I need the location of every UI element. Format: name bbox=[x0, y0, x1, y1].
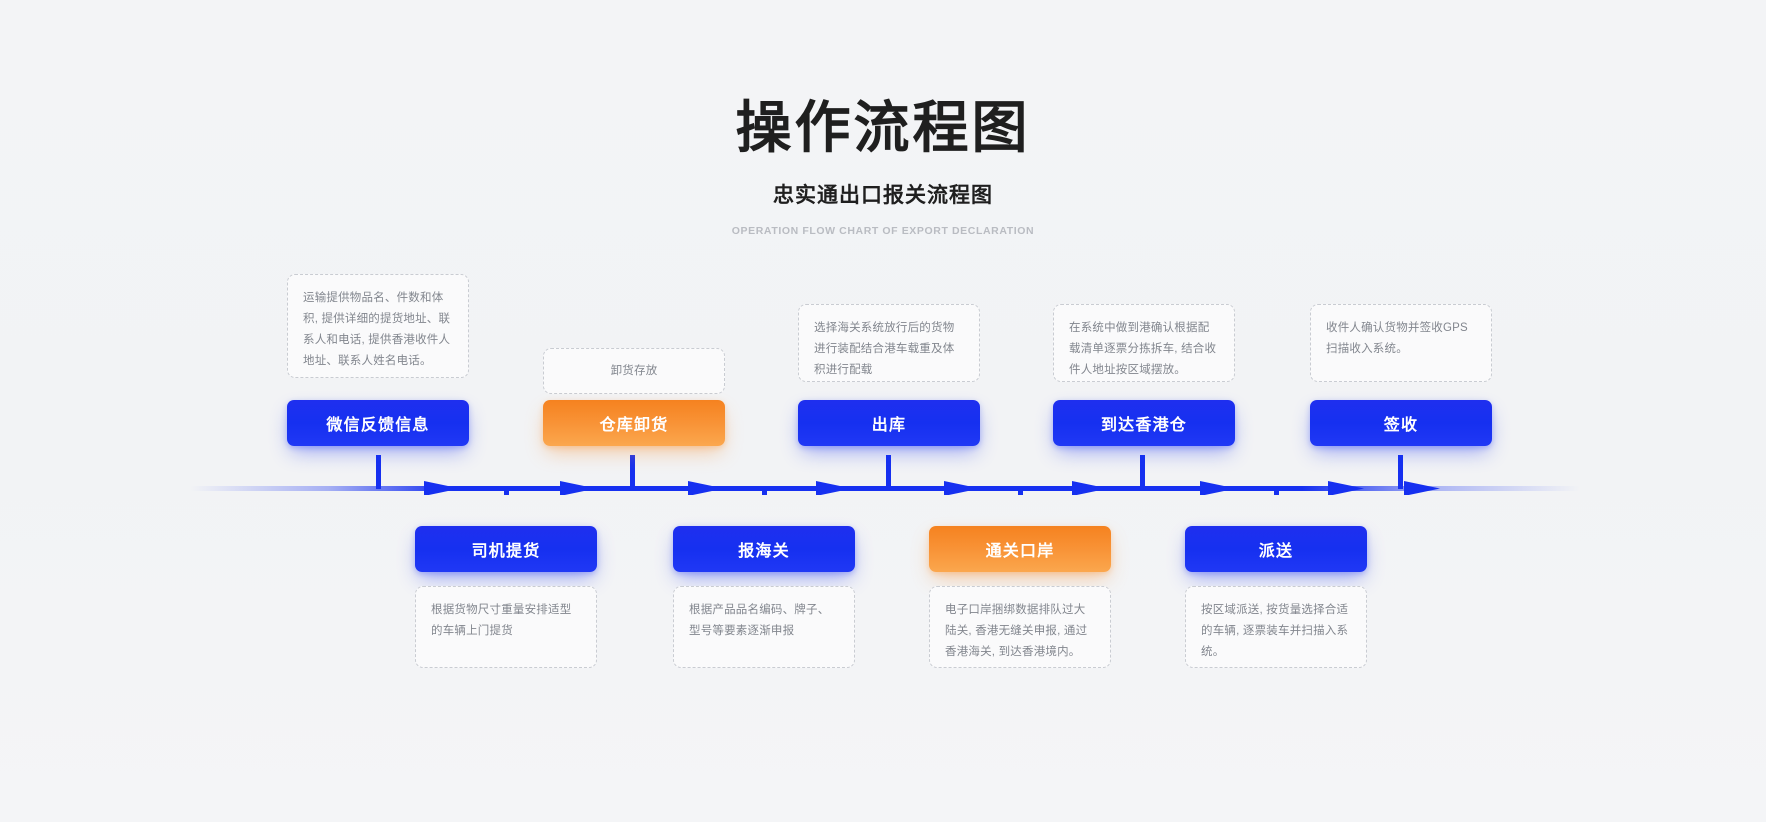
step-note-6: 电子口岸捆绑数据排队过大陆关, 香港无缝关申报, 通过香港海关, 到达香港境内。 bbox=[929, 586, 1111, 668]
step-note-5: 选择海关系统放行后的货物进行装配结合港车载重及体积进行配载 bbox=[798, 304, 980, 382]
step-pill-微信反馈信息[interactable]: 微信反馈信息 bbox=[287, 400, 469, 446]
step-pill-到达香港仓[interactable]: 到达香港仓 bbox=[1053, 400, 1235, 446]
step-pill-司机提货[interactable]: 司机提货 bbox=[415, 526, 597, 572]
page-title: 操作流程图 bbox=[735, 96, 1031, 159]
step-pill-出库[interactable]: 出库 bbox=[798, 400, 980, 446]
step-pill-通关口岸[interactable]: 通关口岸 bbox=[929, 526, 1111, 572]
timeline-connectors bbox=[376, 455, 1403, 495]
step-note-1: 运输提供物品名、件数和体积, 提供详细的提货地址、联系人和电话, 提供香港收件人… bbox=[287, 274, 469, 378]
timeline-axis bbox=[190, 455, 1580, 495]
step-pill-仓库卸货[interactable]: 仓库卸货 bbox=[543, 400, 725, 446]
step-note-9: 收件人确认货物并签收GPS扫描收入系统。 bbox=[1310, 304, 1492, 382]
step-pill-报海关[interactable]: 报海关 bbox=[673, 526, 855, 572]
step-note-7: 在系统中做到港确认根据配载清单逐票分拣拆车, 结合收件人地址按区域摆放。 bbox=[1053, 304, 1235, 382]
step-note-3: 卸货存放 bbox=[543, 348, 725, 394]
step-pill-签收[interactable]: 签收 bbox=[1310, 400, 1492, 446]
step-pill-派送[interactable]: 派送 bbox=[1185, 526, 1367, 572]
step-note-2: 根据货物尺寸重量安排适型的车辆上门提货 bbox=[415, 586, 597, 668]
timeline-arrowheads bbox=[424, 481, 1440, 495]
page-caption-english: OPERATION FLOW CHART OF EXPORT DECLARATI… bbox=[731, 225, 1035, 237]
step-note-8: 按区域派送, 按货量选择合适的车辆, 逐票装车并扫描入系统。 bbox=[1185, 586, 1367, 668]
page-subtitle: 忠实通出口报关流程图 bbox=[773, 184, 993, 207]
step-note-4: 根据产品品名编码、牌子、型号等要素逐渐申报 bbox=[673, 586, 855, 668]
title-block: 操作流程图 忠实通出口报关流程图 OPERATION FLOW CHART OF… bbox=[0, 96, 1766, 238]
